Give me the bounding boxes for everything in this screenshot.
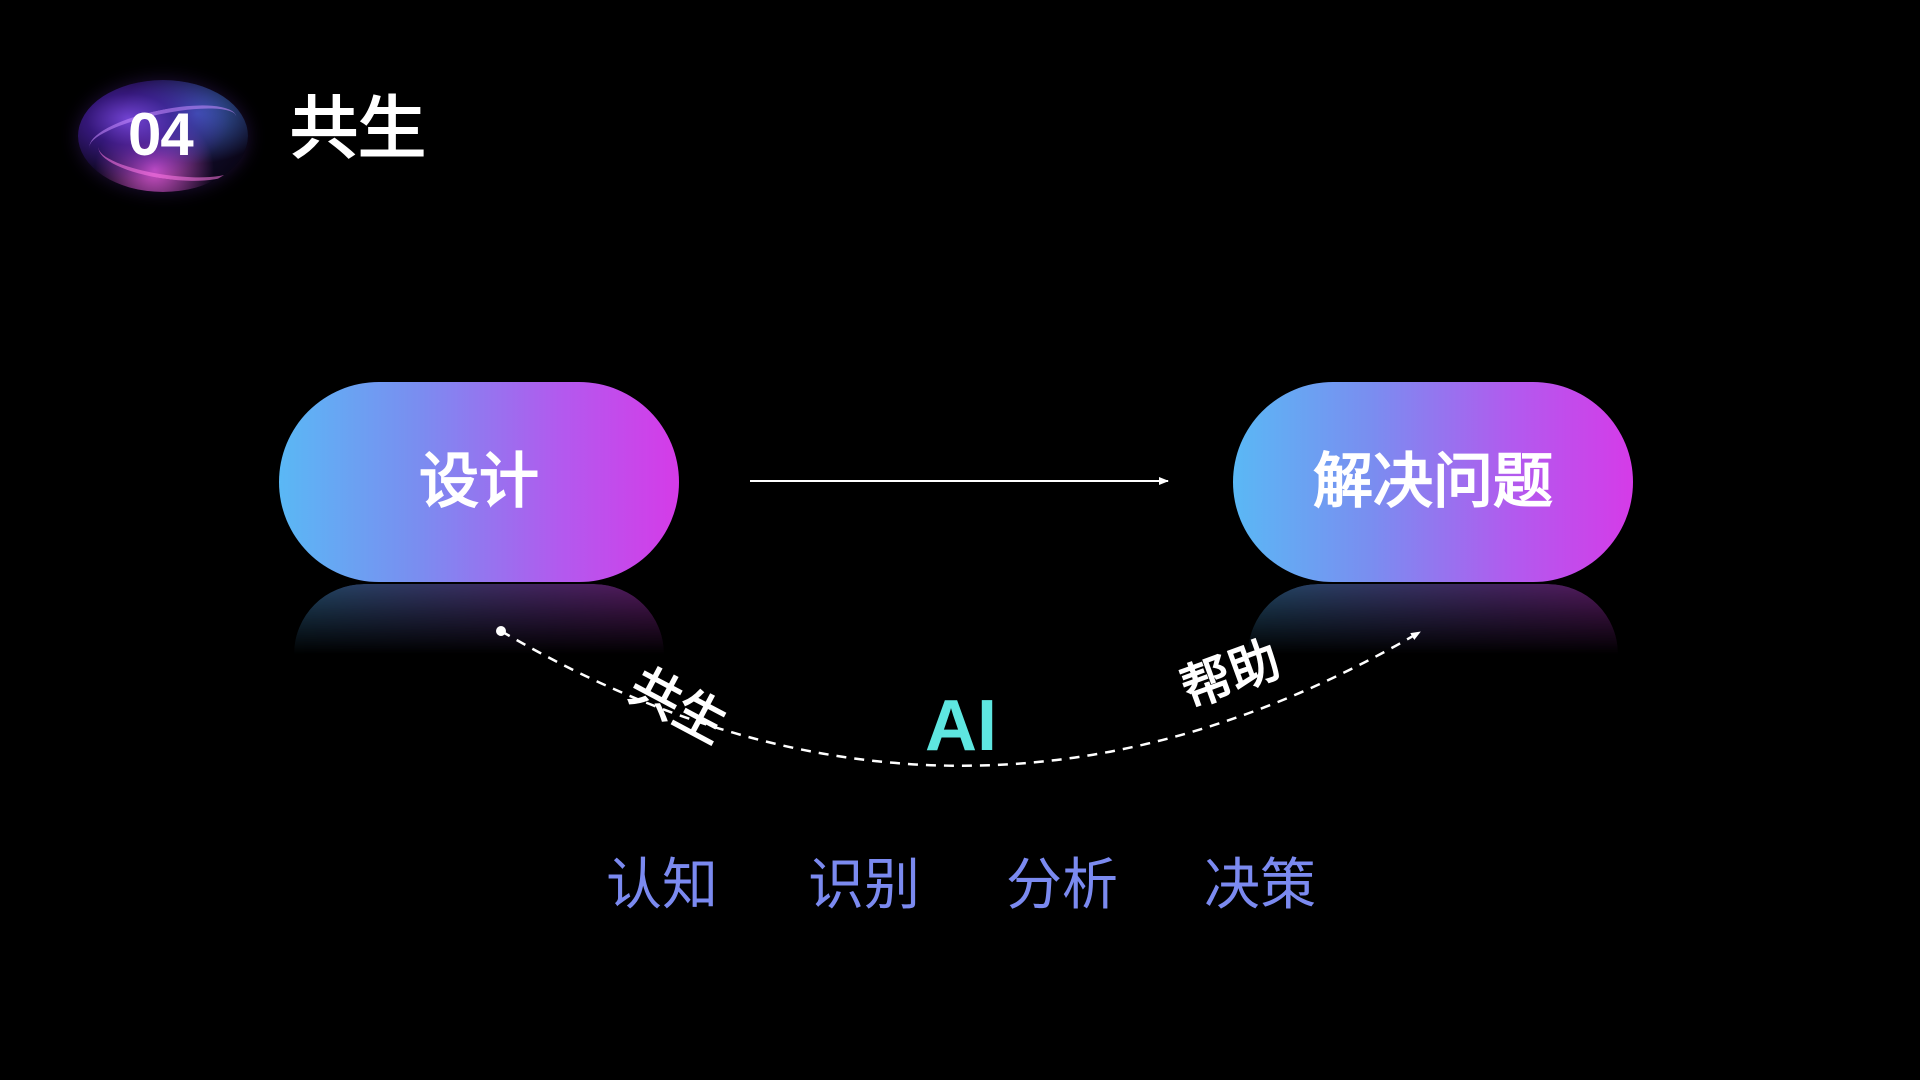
source-pill-reflection — [294, 584, 664, 654]
section-number: 04 — [128, 101, 194, 168]
ai-label: AI — [925, 686, 997, 766]
target-pill-label: 解决问题 — [1313, 447, 1553, 517]
curve-right-label: 帮助 — [1173, 630, 1288, 719]
capability-item: 认知 — [606, 853, 718, 918]
capability-item: 决策 — [1204, 853, 1316, 918]
source-pill-label: 设计 — [419, 447, 539, 517]
section-badge-orb — [78, 80, 248, 192]
capability-item: 分析 — [1006, 853, 1118, 918]
capability-item: 识别 — [808, 853, 920, 918]
capability-list: 认知 识别 分析 决策 — [0, 858, 1920, 928]
section-title: 共生 — [290, 90, 427, 169]
target-pill: 解决问题 — [1233, 382, 1633, 582]
source-pill: 设计 — [279, 382, 679, 582]
curve-left-label: 共生 — [620, 656, 737, 755]
target-pill-reflection — [1248, 584, 1618, 654]
